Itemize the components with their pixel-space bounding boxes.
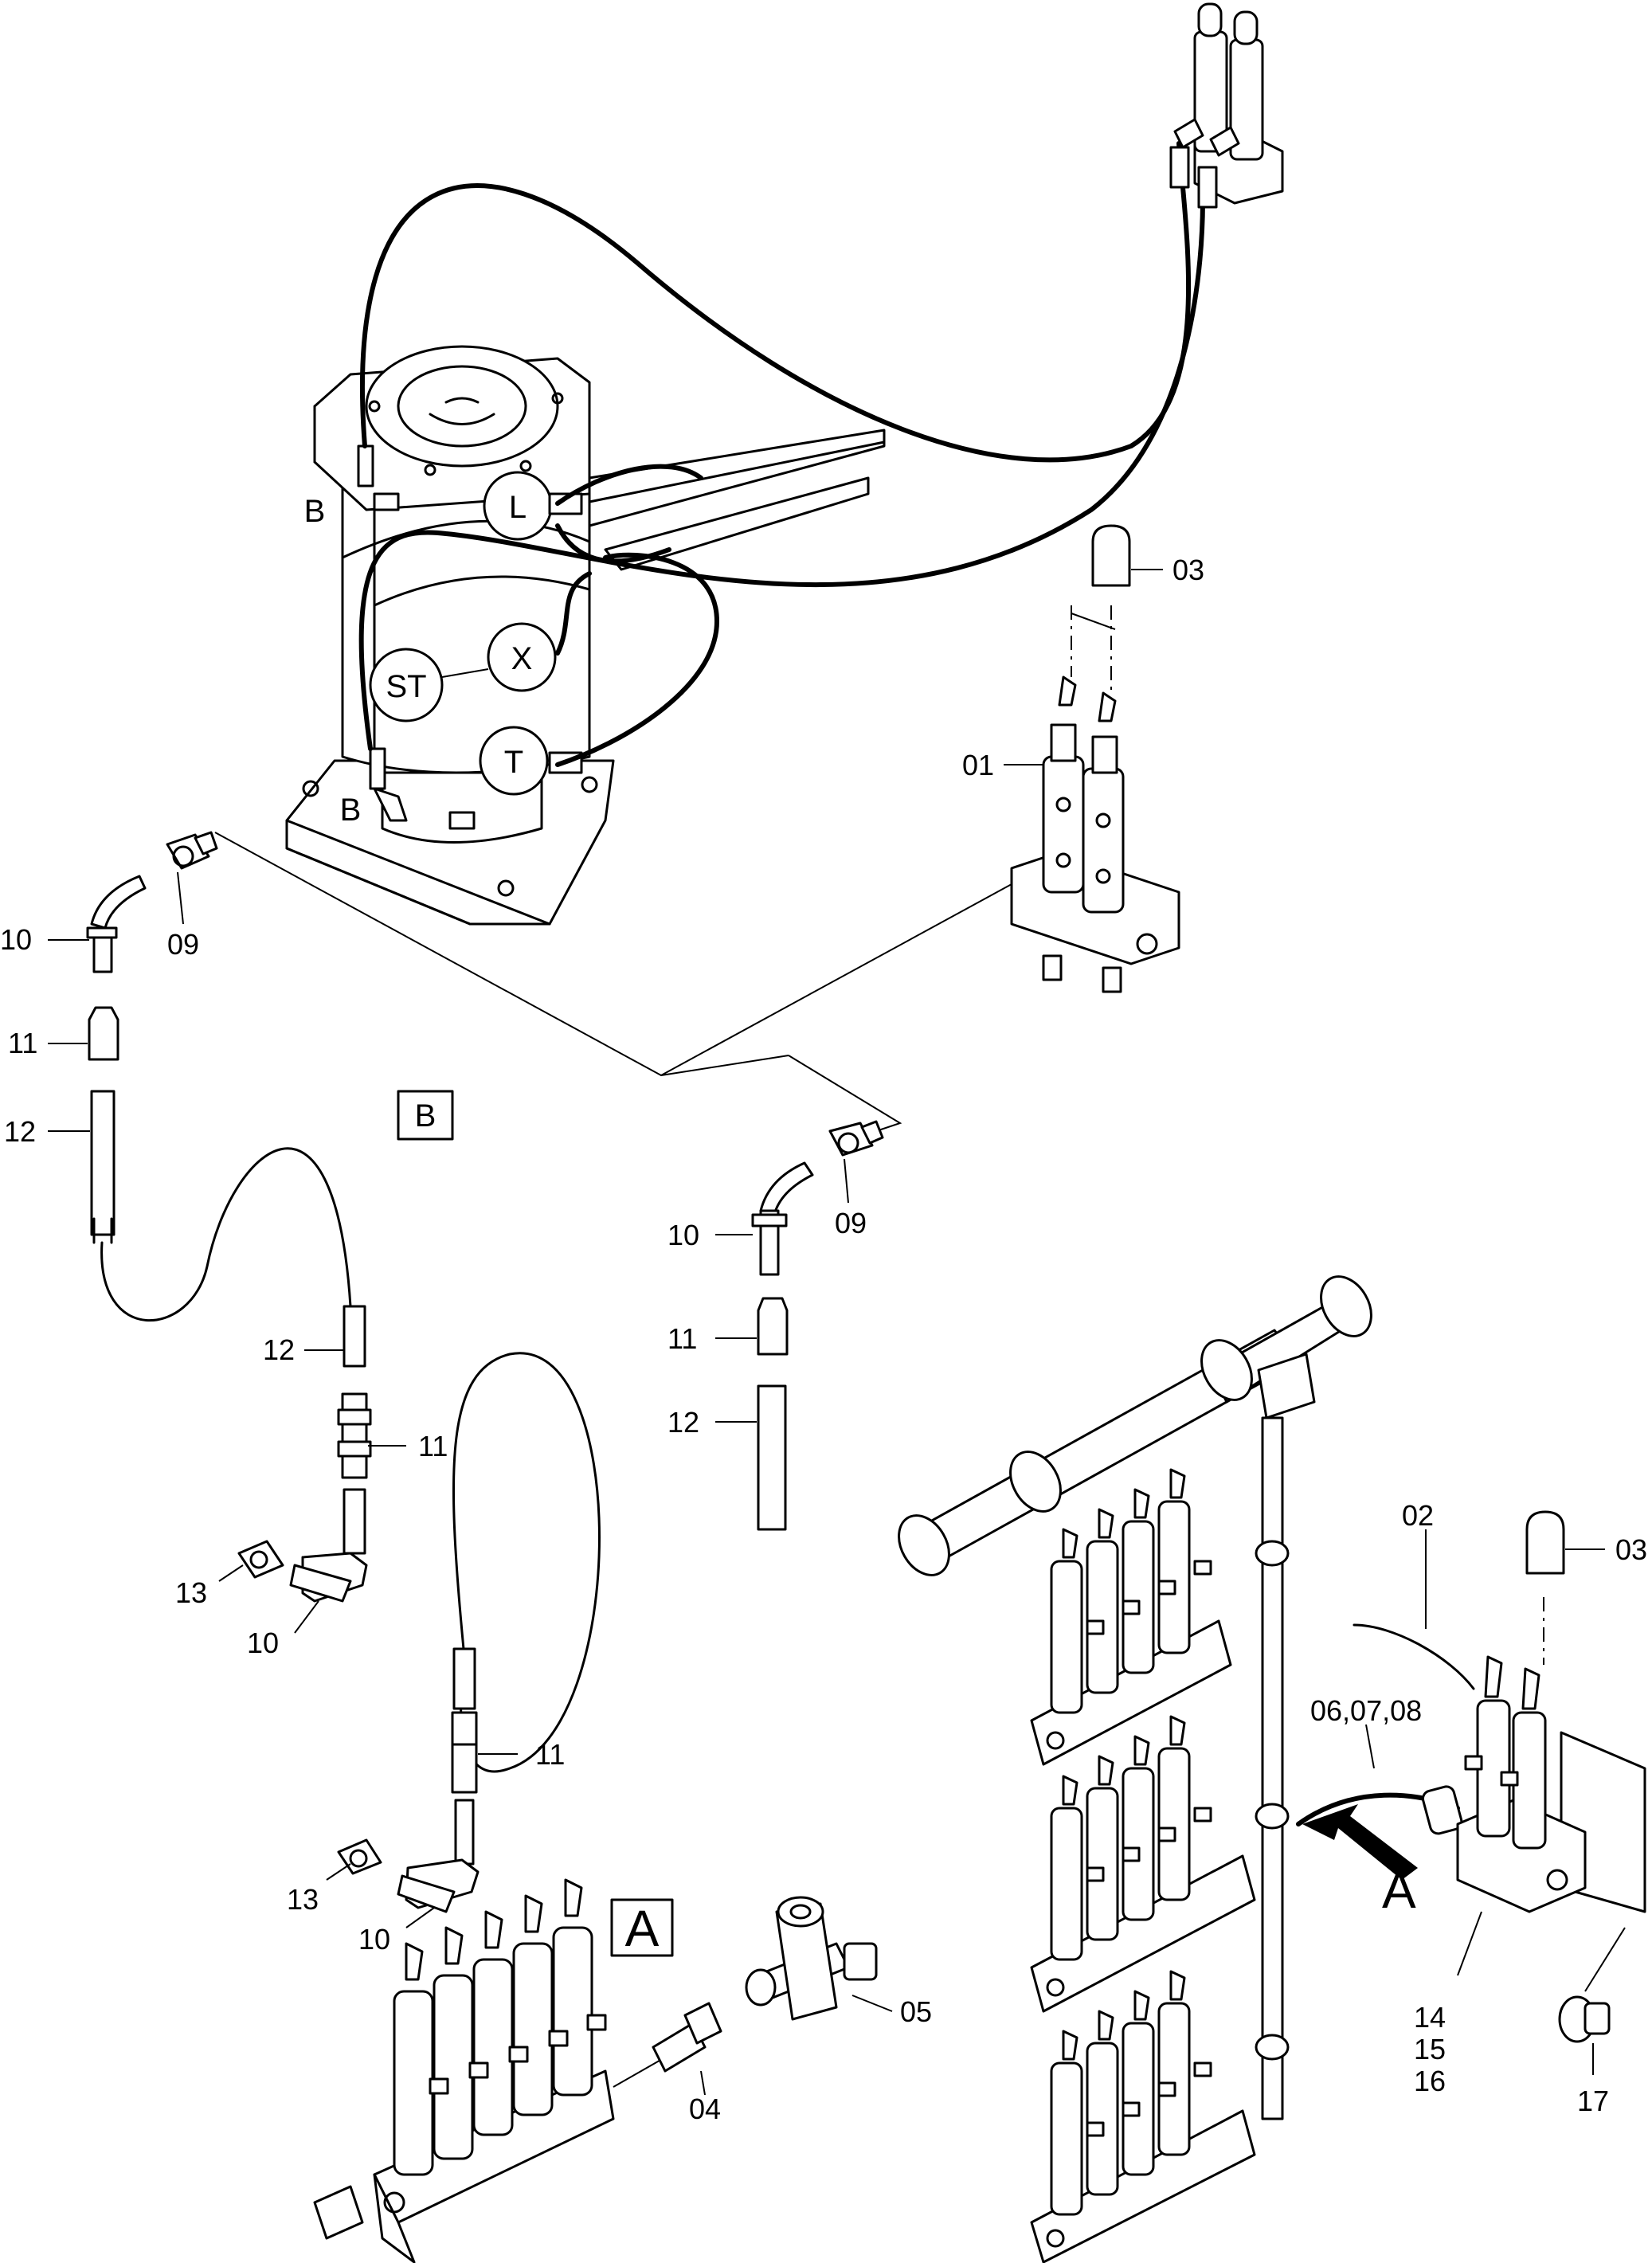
detail-A-distributor-block: [313, 1878, 670, 2263]
label-05: 05: [900, 1995, 932, 2028]
view-arrow-A: A: [1302, 1804, 1418, 1919]
lower-fitting-stack-A: [337, 1647, 480, 1913]
hose-lines: [358, 141, 1205, 767]
label-17: 17: [1577, 2085, 1609, 2117]
svg-text:A: A: [625, 1900, 660, 1957]
label-12-mid: 12: [667, 1406, 699, 1439]
lower-left-fitting-stack: [237, 1305, 372, 1603]
rotary-joint-assembly: L X ST T B B: [285, 345, 886, 926]
label-10-mid: 10: [667, 1219, 699, 1251]
label-12-left: 12: [4, 1115, 36, 1148]
label-09-mid: 09: [835, 1207, 867, 1239]
cap-03-right: [1525, 1510, 1565, 1575]
detail-A-box: A: [610, 1898, 674, 1957]
svg-text:A: A: [1382, 1862, 1416, 1919]
label-11-lower1: 11: [418, 1430, 448, 1462]
distributor-01: [1010, 605, 1180, 993]
label-06-07-08: 06,07,08: [1310, 1694, 1422, 1727]
svg-text:T: T: [504, 745, 523, 780]
label-10-lower2: 10: [358, 1923, 390, 1956]
label-15: 15: [1414, 2033, 1446, 2065]
label-10-lower1: 10: [247, 1627, 279, 1659]
port-ST: ST: [369, 648, 444, 722]
label-16: 16: [1414, 2065, 1446, 2097]
label-02: 02: [1402, 1499, 1434, 1532]
label-13-b: 13: [287, 1883, 319, 1916]
svg-text:L: L: [509, 490, 527, 525]
port-B-upper-label: B: [304, 494, 326, 529]
port-L: L: [483, 471, 553, 541]
left-fitting-stack: [86, 831, 218, 1244]
svg-text:B: B: [415, 1098, 436, 1133]
label-11-left: 11: [8, 1027, 37, 1059]
port-T: T: [479, 726, 549, 796]
right-manifold-assembly: [898, 1275, 1646, 2263]
fitting-04: [652, 2002, 722, 2073]
label-10-left: 10: [0, 923, 32, 956]
tee-fitting-05: [745, 1896, 878, 2021]
label-11-mid: 11: [667, 1322, 697, 1355]
label-03-right: 03: [1615, 1533, 1647, 1566]
port-B-lower-label: B: [340, 793, 362, 828]
label-11-lower2: 11: [535, 1738, 565, 1771]
label-12-lower: 12: [263, 1333, 295, 1366]
plug-17: [1558, 1995, 1611, 2043]
label-03-top: 03: [1172, 554, 1204, 586]
label-13-a: 13: [175, 1576, 207, 1609]
middle-fitting-stack: [751, 1120, 884, 1531]
label-09-left: 09: [167, 928, 199, 961]
label-01: 01: [962, 749, 994, 781]
cap-03-top: [1091, 524, 1131, 587]
top-right-distributor-block: [1169, 2, 1284, 209]
svg-text:ST: ST: [386, 669, 426, 704]
port-X: X: [487, 622, 557, 692]
label-14: 14: [1414, 2001, 1446, 2034]
svg-text:X: X: [511, 641, 533, 676]
thin-tube-left: [100, 1147, 352, 1322]
detail-B-box: B: [397, 1090, 454, 1141]
label-04: 04: [689, 2093, 721, 2125]
